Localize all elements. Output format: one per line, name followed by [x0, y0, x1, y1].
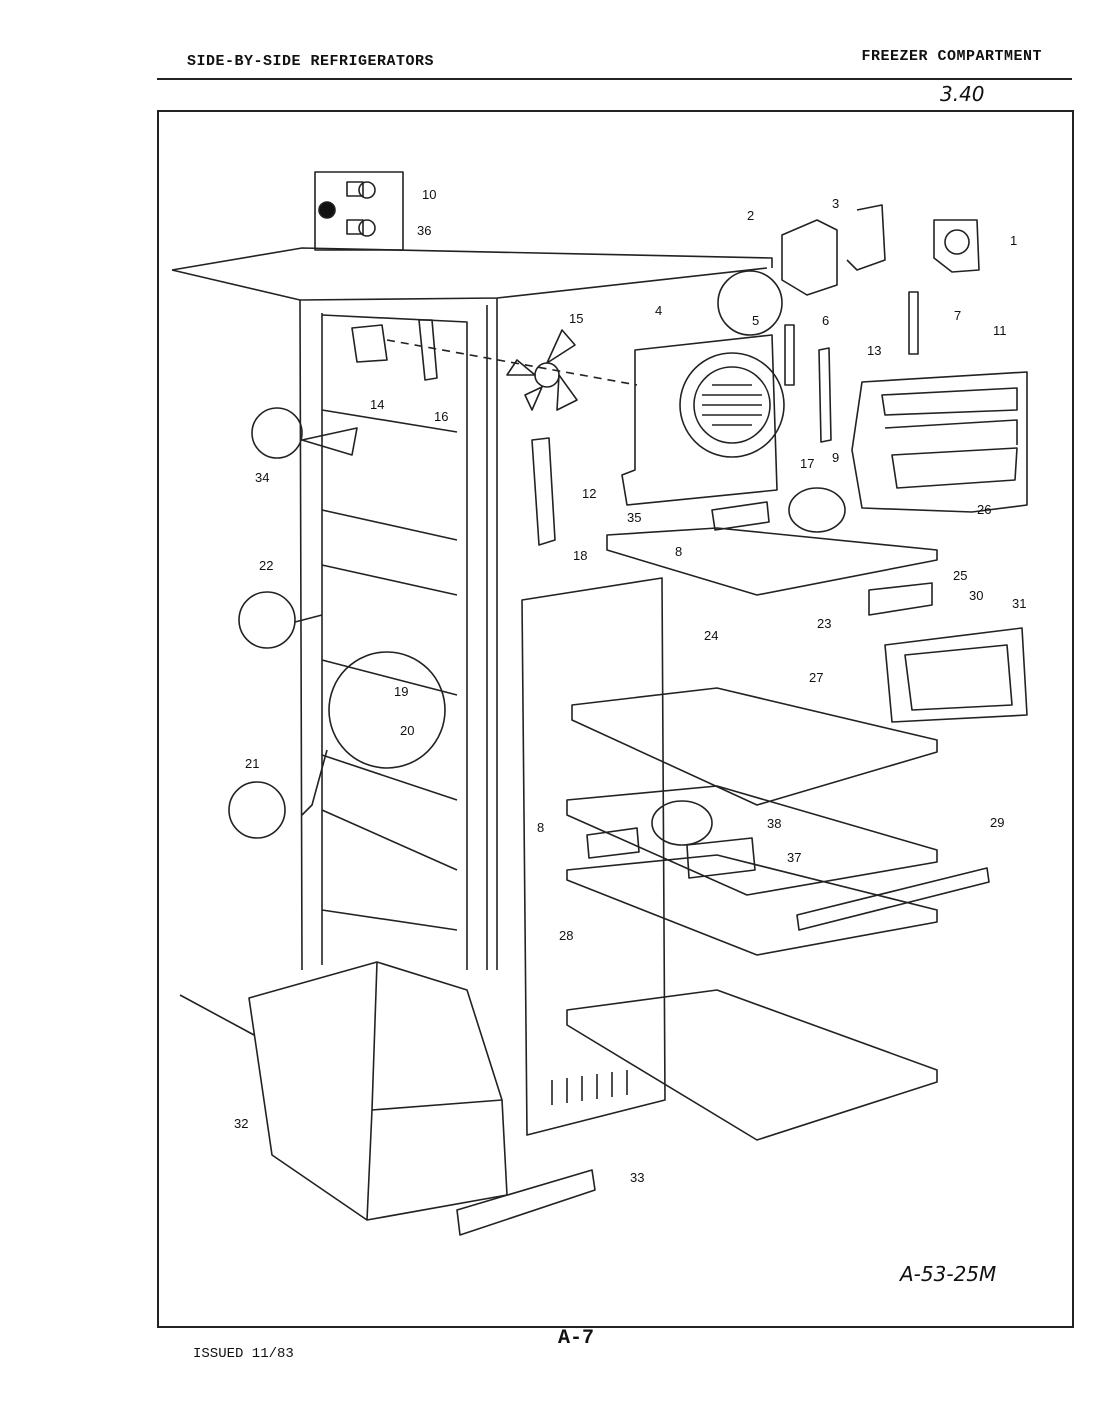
callout-30: 30 — [969, 588, 983, 603]
drawing-code: A-53-25M — [900, 1262, 997, 1286]
callout-15: 15 — [569, 311, 583, 326]
callout-20: 20 — [400, 723, 414, 738]
callout-3: 3 — [832, 196, 839, 211]
control-panel — [851, 371, 1028, 513]
header-rule — [157, 78, 1072, 80]
callout-13: 13 — [867, 343, 881, 358]
header-left-title: SIDE-BY-SIDE REFRIGERATORS — [187, 53, 435, 70]
callout-12: 12 — [582, 486, 596, 501]
callout-11: 11 — [993, 323, 1007, 338]
callout-14: 14 — [370, 397, 384, 412]
handwritten-number: 3.40 — [940, 82, 985, 106]
callout-2: 2 — [747, 208, 754, 223]
callout-23: 23 — [817, 616, 831, 631]
callout-31: 31 — [1012, 596, 1026, 611]
diagram-frame — [157, 110, 1074, 1328]
callout-32: 32 — [234, 1116, 248, 1131]
upper-shelf — [606, 527, 938, 596]
callout-8a: 8 — [675, 544, 682, 559]
callout-7: 7 — [954, 308, 961, 323]
callout-24: 24 — [704, 628, 718, 643]
fan-shroud — [621, 334, 778, 506]
shelf-27 — [571, 687, 938, 806]
note-marker-icon — [318, 201, 336, 219]
callout-8b: 8 — [537, 820, 544, 835]
divider-panel — [521, 577, 666, 1136]
callout-1: 1 — [1010, 233, 1017, 248]
callout-6: 6 — [822, 313, 829, 328]
page-number: A-7 — [558, 1327, 595, 1350]
callout-5: 5 — [752, 313, 759, 328]
callout-17: 17 — [800, 456, 814, 471]
callout-16: 16 — [434, 409, 448, 424]
exploded-parts-diagram: 1 2 3 4 5 6 7 8 8 9 10 11 12 13 14 15 16… — [171, 171, 1028, 1236]
callout-29: 29 — [990, 815, 1004, 830]
callout-37: 37 — [787, 850, 801, 865]
callout-26: 26 — [977, 502, 991, 517]
issued-date: ISSUED 11/83 — [193, 1346, 294, 1362]
callout-33: 33 — [630, 1170, 644, 1185]
callout-4: 4 — [655, 303, 662, 318]
shelf-28 — [566, 785, 938, 896]
callout-25: 25 — [953, 568, 967, 583]
callout-28: 28 — [559, 928, 573, 943]
bottom-shelf — [566, 989, 938, 1141]
fan-icon — [534, 362, 560, 388]
callout-labels: 1 2 3 4 5 6 7 8 8 9 10 11 12 13 14 15 16… — [234, 187, 1026, 1185]
freezer-bin — [248, 961, 508, 1221]
callout-9: 9 — [832, 450, 839, 465]
cabinet-outline — [171, 247, 773, 971]
callout-18: 18 — [573, 548, 587, 563]
callout-10: 10 — [422, 187, 436, 202]
callout-21: 21 — [245, 756, 259, 771]
callout-38: 38 — [767, 816, 781, 831]
callout-36: 36 — [417, 223, 431, 238]
callout-27: 27 — [809, 670, 823, 685]
callout-19: 19 — [394, 684, 408, 699]
header-right-title: FREEZER COMPARTMENT — [861, 48, 1042, 65]
callout-22: 22 — [259, 558, 273, 573]
callout-34: 34 — [255, 470, 269, 485]
callout-35: 35 — [627, 510, 641, 525]
